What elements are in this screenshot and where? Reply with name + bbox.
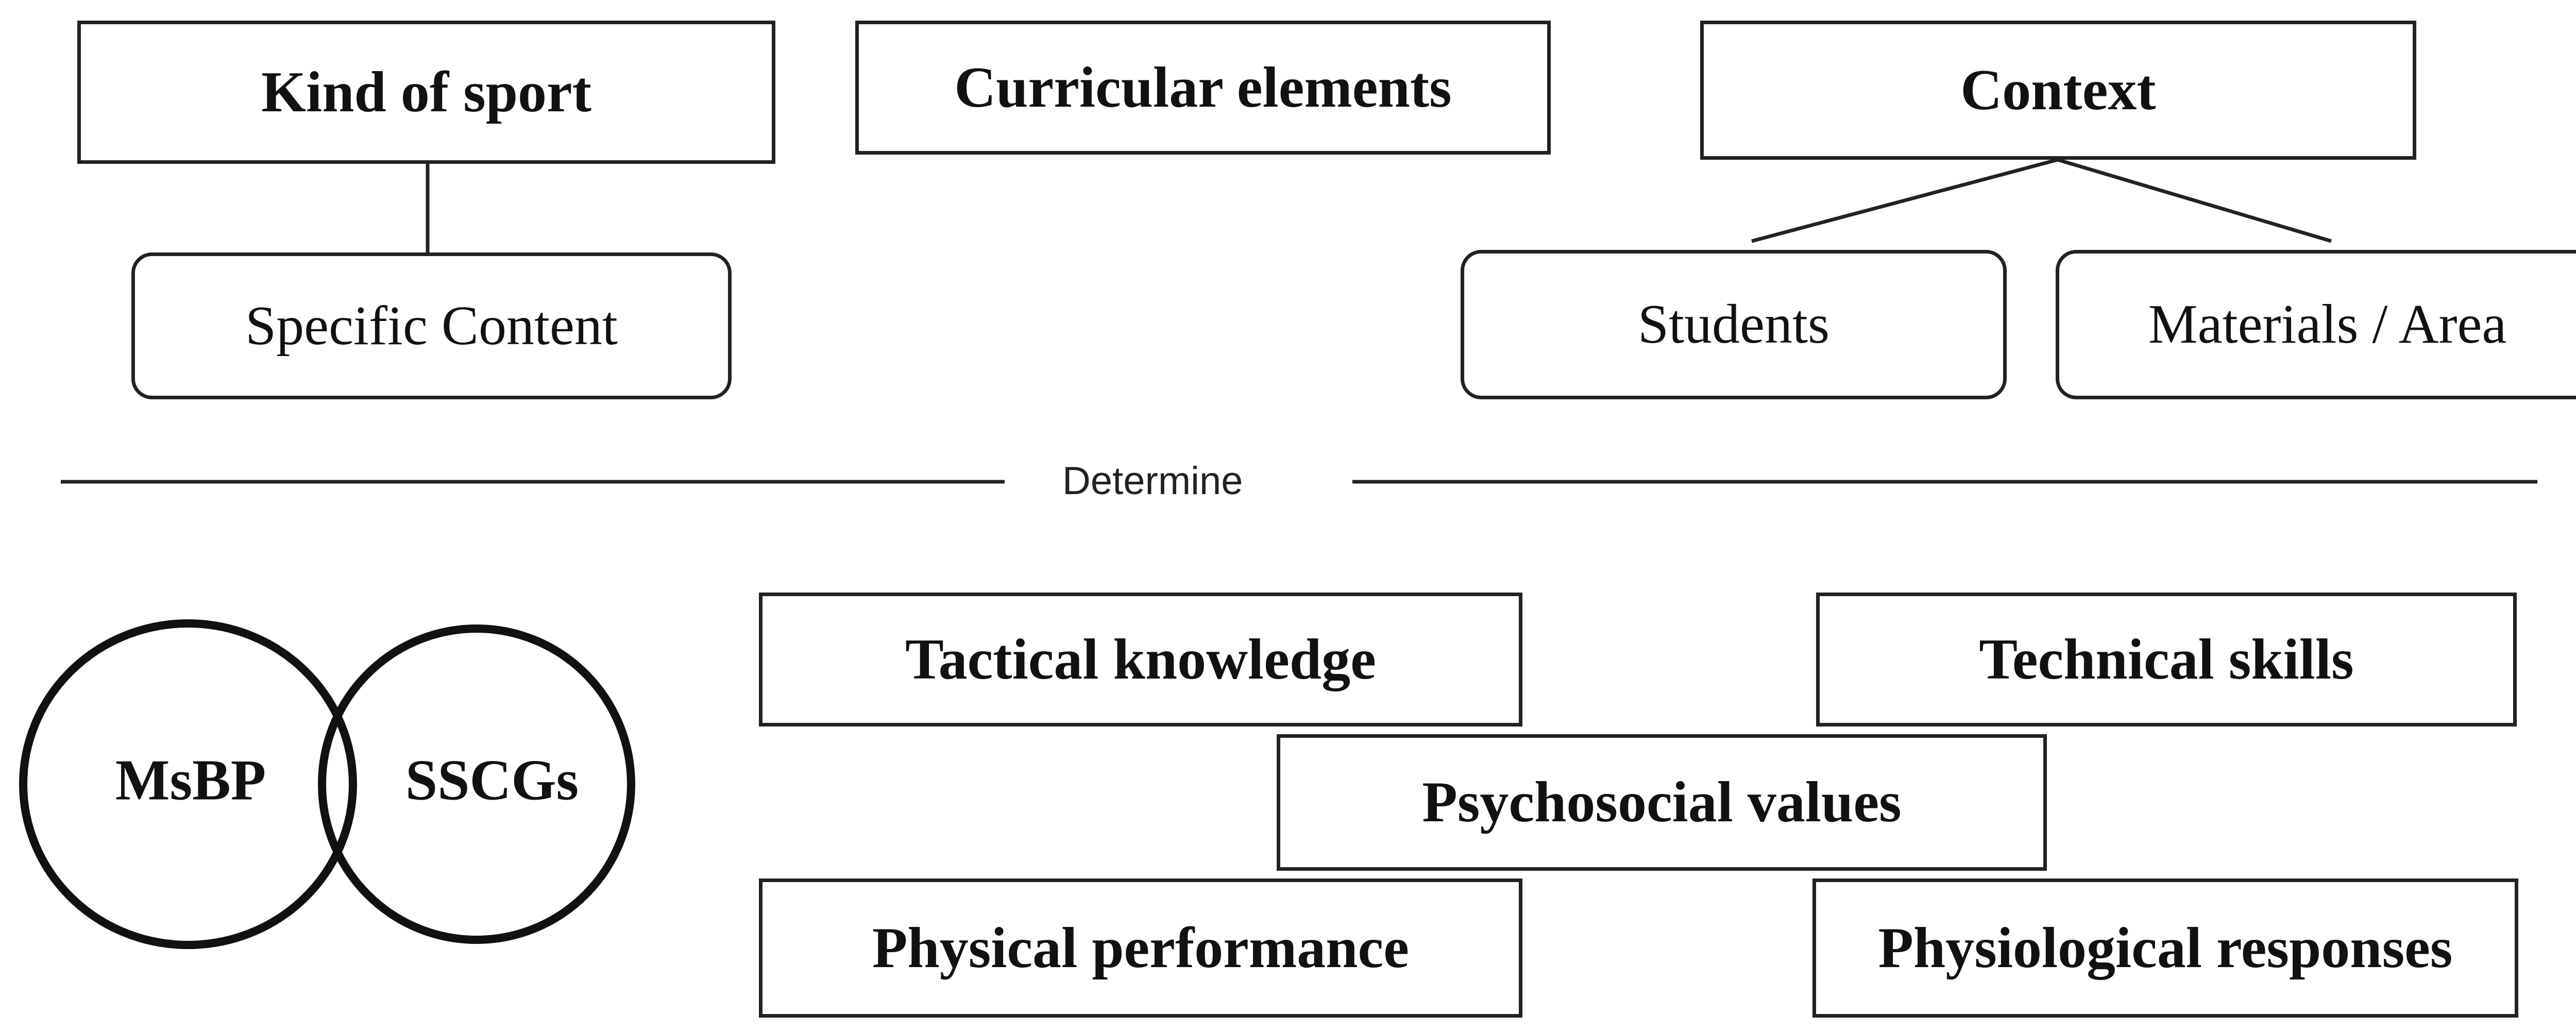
context-label: Context: [1960, 58, 2156, 122]
students-box: Students: [1461, 250, 2007, 399]
physiological-responses-label: Physiological responses: [1878, 916, 2453, 980]
physiological-responses-box: Physiological responses: [1812, 878, 2518, 1018]
technical-skills-box: Technical skills: [1816, 593, 2517, 726]
students-label: Students: [1637, 294, 1830, 355]
venn-label-msbp: MsBP: [115, 748, 266, 813]
psychosocial-values-box: Psychosocial values: [1277, 734, 2047, 871]
materials-area-label: Materials / Area: [2148, 294, 2507, 355]
physical-performance-label: Physical performance: [872, 916, 1409, 980]
curricular-elements-label: Curricular elements: [954, 55, 1452, 120]
tactical-knowledge-box: Tactical knowledge: [759, 593, 1522, 726]
curricular-elements-box: Curricular elements: [855, 21, 1551, 155]
venn-circle-msbp: [19, 619, 357, 949]
divider-label: Determine: [1062, 459, 1243, 503]
materials-area-box: Materials / Area: [2056, 250, 2576, 399]
venn-label-sscgs: SSCGs: [405, 748, 579, 813]
context-box: Context: [1700, 21, 2416, 160]
tactical-knowledge-label: Tactical knowledge: [905, 627, 1376, 691]
specific-content-box: Specific Content: [131, 252, 732, 399]
specific-content-label: Specific Content: [245, 295, 618, 357]
technical-skills-label: Technical skills: [1979, 627, 2354, 691]
kind-of-sport-box: Kind of sport: [77, 21, 775, 164]
psychosocial-values-label: Psychosocial values: [1422, 770, 1902, 834]
venn-circle-sscgs: [318, 624, 635, 944]
kind-of-sport-label: Kind of sport: [261, 60, 591, 124]
context-connector: [1751, 158, 2332, 243]
physical-performance-box: Physical performance: [759, 878, 1522, 1018]
